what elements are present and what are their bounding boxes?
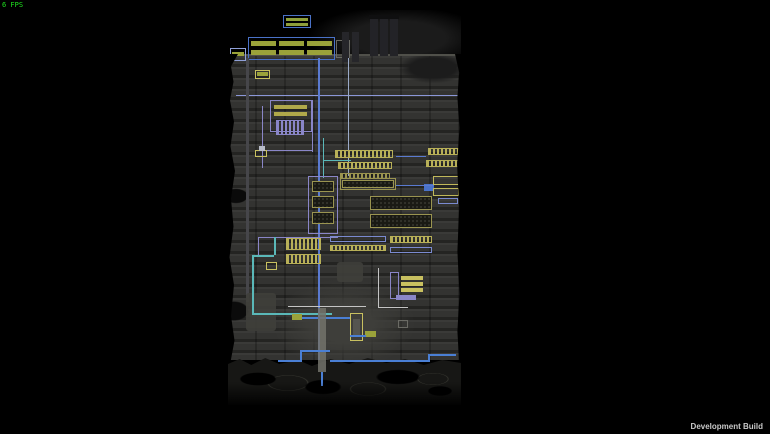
storage-bin <box>342 180 394 188</box>
storage-bin <box>312 196 334 208</box>
storage-bin <box>370 214 432 228</box>
liquid-pipe <box>330 360 430 362</box>
wire <box>262 106 263 168</box>
vent <box>398 320 408 328</box>
solar-panel-cell <box>251 50 276 55</box>
liquid-pipe <box>300 350 330 352</box>
liquid-pipe <box>428 354 456 356</box>
liquid-pipe <box>350 335 366 337</box>
solar-panel-cell <box>307 41 332 46</box>
solar-panel-cell <box>286 18 308 21</box>
storage-row <box>433 176 459 185</box>
structures-layer <box>228 10 461 410</box>
smokestack <box>380 18 388 56</box>
wire-white <box>378 307 408 308</box>
smokestack-cap <box>389 15 399 19</box>
storage-row <box>433 188 459 196</box>
wire <box>348 58 349 176</box>
wire <box>396 295 416 300</box>
smokestack <box>342 32 349 62</box>
smokestack-cap <box>379 15 389 19</box>
solar-panel-cell <box>279 50 304 55</box>
pump-outline <box>350 313 363 341</box>
wire <box>312 100 313 152</box>
liquid-pipe <box>321 372 323 386</box>
smokestack-cap <box>369 15 379 19</box>
wire-teal <box>252 255 274 257</box>
wire <box>258 237 259 257</box>
wire <box>258 237 338 238</box>
tile-patch <box>337 262 363 282</box>
valve <box>424 184 434 191</box>
conveyor-row <box>338 162 392 169</box>
wire <box>396 185 434 186</box>
automation-column <box>308 176 338 234</box>
wire-bundle <box>276 120 304 135</box>
pipe-sensor <box>292 314 302 320</box>
wire-white <box>288 306 366 307</box>
battery-charge-bar <box>232 52 244 56</box>
conveyor-rail <box>274 112 307 116</box>
solar-panel-cell <box>307 50 332 55</box>
storage-bin <box>312 181 334 192</box>
wire-teal <box>274 237 276 255</box>
smokestack <box>390 18 398 56</box>
wire-teal <box>323 138 324 178</box>
conveyor-rail <box>274 105 307 109</box>
radiant-pipe-coil <box>286 254 321 264</box>
wire-teal <box>252 255 254 315</box>
sensor-box <box>255 70 270 79</box>
main-wire-spine <box>318 58 320 360</box>
conveyor-row <box>390 236 432 243</box>
storage-bin <box>312 212 334 224</box>
pipe-sensor <box>365 331 376 337</box>
storage-bin <box>370 196 432 210</box>
fps-counter: 6 FPS <box>2 1 24 9</box>
wire-teal <box>323 160 351 161</box>
pump-body <box>353 319 360 335</box>
sensor-box <box>255 150 267 157</box>
liquid-pipe <box>428 354 430 362</box>
solar-panel-cell <box>286 23 308 26</box>
automation-wire <box>236 95 458 96</box>
storage-row <box>340 178 396 190</box>
pipe-run <box>390 247 432 253</box>
ladder-shaft <box>246 58 249 302</box>
bottom-fade <box>228 382 461 410</box>
radiant-pipe <box>401 282 423 286</box>
tile-patch <box>246 293 276 331</box>
ladder <box>318 308 326 372</box>
conveyor-row <box>426 160 459 167</box>
solar-panel-cell <box>251 41 276 46</box>
wire <box>396 156 426 157</box>
development-build-label: Development Build <box>690 422 763 431</box>
sensor <box>257 72 268 76</box>
wire-box <box>438 198 458 204</box>
conveyor-row <box>330 245 386 251</box>
conveyor-row <box>335 150 393 158</box>
wire-white <box>378 268 379 308</box>
smokestack <box>370 18 378 56</box>
conveyor-row <box>428 148 459 155</box>
liquid-pipe <box>300 350 302 362</box>
solar-panel-array <box>248 37 335 60</box>
solar-panel <box>283 15 311 28</box>
solar-panel-cell <box>279 41 304 46</box>
pipe-run <box>330 236 386 242</box>
radiant-pipe <box>401 288 423 292</box>
smokestack <box>352 32 359 62</box>
game-map[interactable] <box>228 10 461 410</box>
liquid-pipe <box>278 360 302 362</box>
wire <box>262 150 312 151</box>
radiant-pipe-coil <box>286 238 321 250</box>
radiant-pipe <box>401 276 423 280</box>
sensor-box <box>266 262 277 270</box>
automation-column <box>390 272 399 299</box>
wire-bridge <box>259 146 265 151</box>
liquid-pipe <box>302 317 350 319</box>
